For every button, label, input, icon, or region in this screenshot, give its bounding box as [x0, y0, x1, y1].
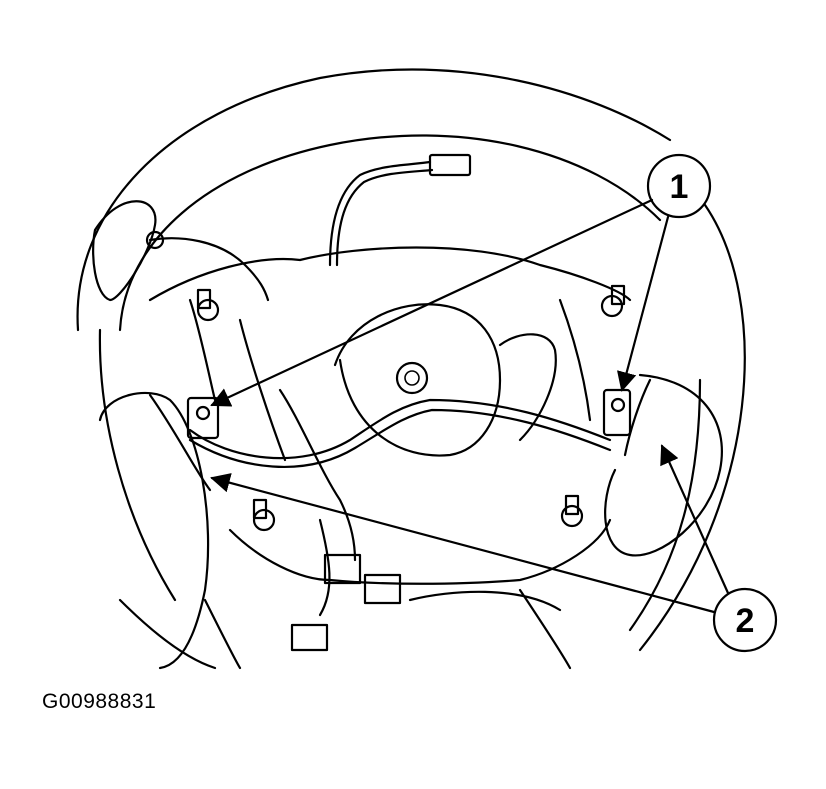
stud-upper-right — [600, 284, 626, 318]
right-bolt-clip — [602, 388, 632, 437]
figure-id: G00988831 — [42, 690, 157, 713]
callout-1-leader-right — [617, 215, 670, 392]
mounting-studs — [196, 284, 626, 532]
callout-1-leader-left — [210, 198, 654, 407]
stud-upper-left — [196, 288, 220, 322]
callout-2-label: 2 — [736, 602, 755, 640]
left-bolt-clip — [186, 396, 220, 440]
callout-2-leader-right — [660, 444, 730, 595]
callout-1-label: 1 — [670, 168, 689, 206]
stud-lower-left — [252, 498, 276, 532]
hub-body — [148, 246, 632, 670]
wiring-harness — [145, 153, 612, 652]
callout-1: 1 — [210, 153, 712, 407]
left-grip — [92, 200, 212, 670]
steering-wheel-rim — [76, 68, 746, 670]
callout-2: 2 — [210, 444, 778, 653]
callout-2-leader-left — [210, 473, 716, 614]
stud-lower-right — [560, 494, 584, 528]
